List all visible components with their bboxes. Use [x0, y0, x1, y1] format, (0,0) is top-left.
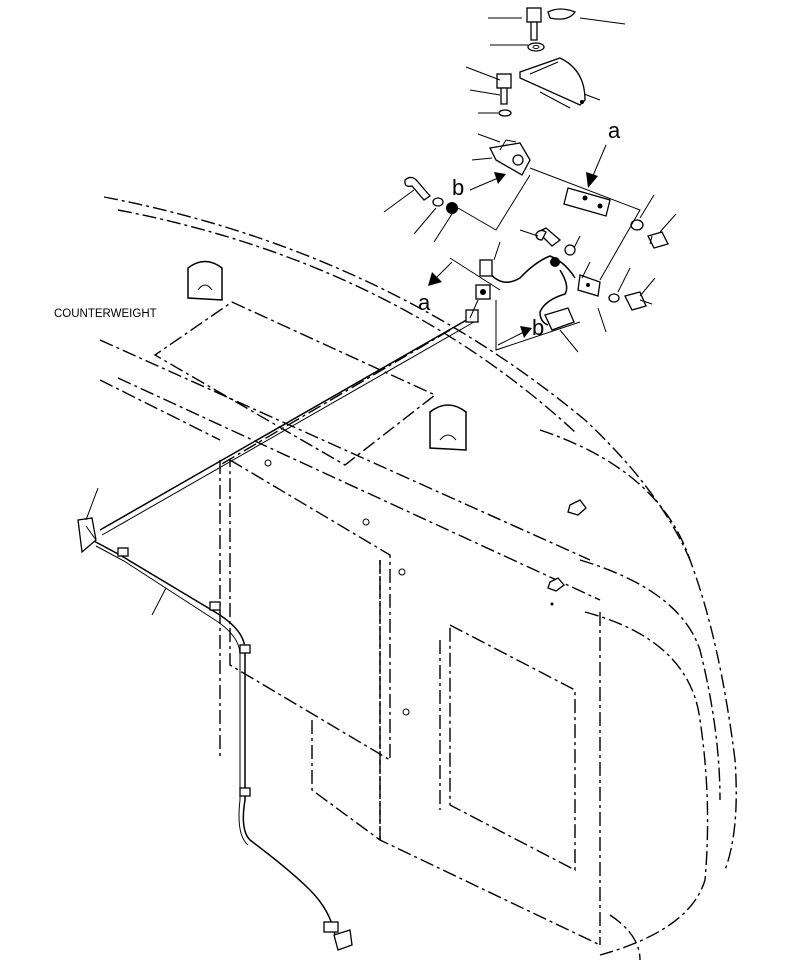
washer-right [630, 219, 644, 231]
arrow-a-left [428, 261, 453, 286]
washer-middle [564, 244, 576, 256]
cover-plate [519, 57, 586, 106]
bolt-middle [535, 227, 562, 247]
label-a-top: a [608, 118, 621, 143]
body-bolt-top [567, 499, 587, 516]
mounting-bracket [489, 139, 531, 176]
arrow-b-bottom [497, 326, 532, 346]
lifting-eye-right [429, 404, 467, 451]
nut-left [446, 202, 458, 214]
bolt-left [404, 176, 431, 201]
sensor-bracket [563, 187, 611, 217]
body-bolt-mid [547, 577, 565, 592]
fastener-marks [264, 459, 410, 716]
arrow-b-top [469, 172, 506, 191]
washer-second [498, 109, 512, 117]
harness-clamps [117, 547, 353, 951]
clip-top [547, 8, 577, 20]
label-b-top: b [452, 175, 464, 200]
washer-top [527, 42, 545, 52]
label-a-left: a [418, 290, 431, 315]
label-b-bottom: b [532, 315, 544, 340]
sensor-lead [475, 255, 576, 326]
bolt-second [496, 73, 512, 105]
harness-bracket-left [77, 517, 97, 554]
bolt-lower-right [624, 291, 653, 311]
switch-assembly [577, 274, 601, 297]
counterweight-label: COUNTERWEIGHT [54, 308, 157, 320]
washer-left [432, 197, 444, 207]
connector-lower [465, 307, 575, 331]
bolt-top [526, 7, 542, 41]
wiring-harness [91, 317, 475, 936]
bolt-right [647, 231, 669, 249]
body-dot-1 [550, 602, 554, 606]
arrow-a-top [586, 144, 607, 188]
counterweight-body [99, 196, 737, 961]
lifting-eye-left [187, 260, 223, 301]
leader-lines [85, 17, 677, 616]
detail-lines [449, 167, 641, 351]
washer-lower-right [608, 293, 620, 303]
